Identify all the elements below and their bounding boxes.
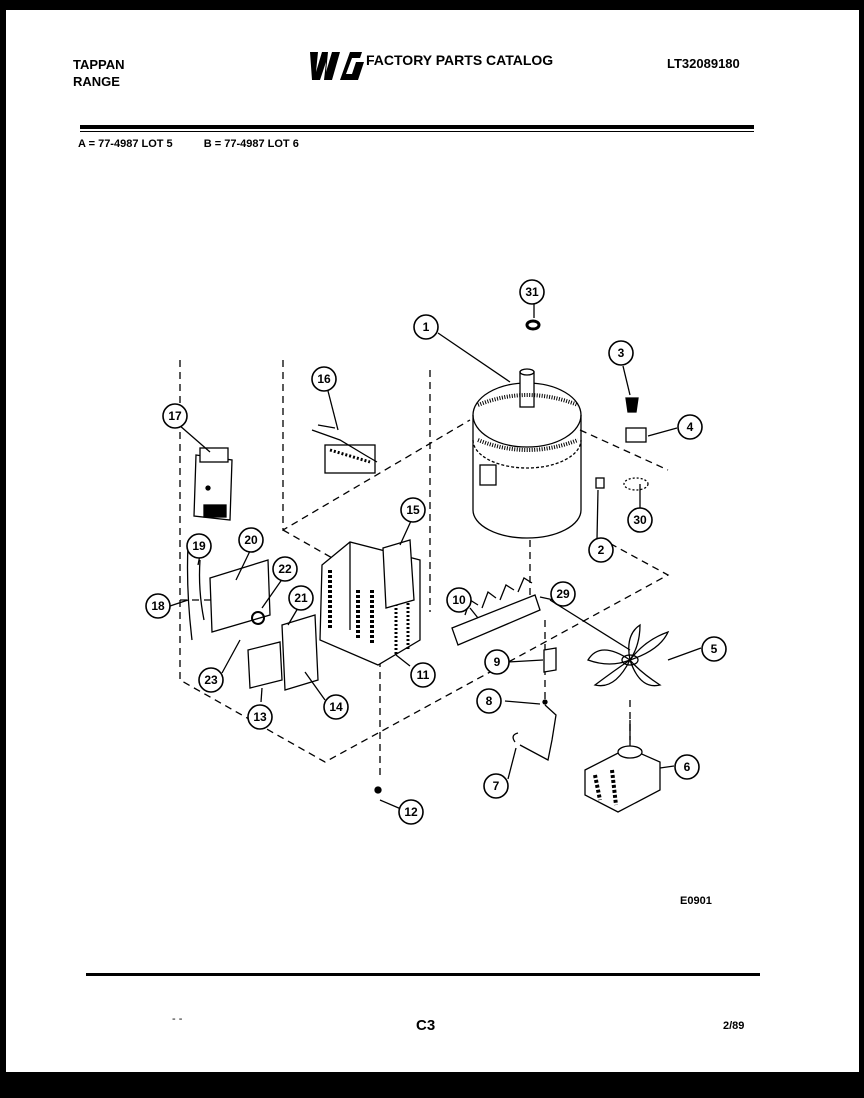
- callout-17: 17: [162, 403, 188, 429]
- product-type: RANGE: [73, 74, 120, 89]
- callout-12: 12: [398, 799, 424, 825]
- leader-lines: [166, 303, 702, 810]
- wire-18-part: [186, 544, 193, 641]
- fan-blade-part: [587, 623, 670, 687]
- clip-part: [623, 397, 649, 491]
- callout-label: 11: [417, 668, 430, 682]
- callout-label: 22: [278, 562, 292, 576]
- bracket-14-part: [281, 614, 319, 691]
- callout-16: 16: [311, 366, 337, 392]
- callout-label: 5: [711, 642, 718, 656]
- callout-10: 10: [446, 587, 472, 613]
- callout-15: 15: [400, 497, 426, 523]
- callout-label: 6: [684, 760, 691, 774]
- callout-label: 4: [687, 420, 694, 434]
- callout-8: 8: [476, 688, 502, 714]
- callout-label: 14: [329, 700, 343, 714]
- callout-22: 22: [272, 556, 298, 582]
- lot-legend: A = 77-4987 LOT 5 B = 77-4987 LOT 6: [78, 138, 327, 150]
- header-rule: [80, 125, 754, 129]
- revision-date: 2/89: [723, 1020, 745, 1032]
- footer-rule: [86, 973, 760, 976]
- callout-7: 7: [483, 773, 509, 799]
- callout-3: 3: [608, 340, 634, 366]
- callout-label: 2: [598, 543, 605, 557]
- brand-name: TAPPAN: [73, 57, 125, 72]
- callout-21: 21: [288, 585, 314, 611]
- callout-label: 8: [486, 694, 493, 708]
- wire-19-part: [198, 559, 205, 621]
- callout-label: 9: [494, 655, 501, 669]
- callout-label: 1: [423, 320, 430, 334]
- bracket-part: [311, 424, 378, 474]
- callout-label: 29: [556, 587, 570, 601]
- callout-4: 4: [677, 414, 703, 440]
- callout-label: 20: [244, 533, 258, 547]
- bracket-17-part: [193, 447, 233, 521]
- callout-31: 31: [519, 279, 545, 305]
- callout-label: 21: [294, 591, 308, 605]
- callout-label: 3: [618, 346, 625, 360]
- callout-11: 11: [410, 662, 436, 688]
- callout-label: 12: [404, 805, 418, 819]
- callout-18: 18: [145, 593, 171, 619]
- screw-part: [374, 786, 382, 794]
- catalog-title: FACTORY PARTS CATALOG: [366, 52, 554, 68]
- page-number: C3: [416, 1017, 436, 1034]
- callout-9: 9: [484, 649, 510, 675]
- board-part: [209, 559, 271, 633]
- brand-block: TAPPAN RANGE: [73, 56, 125, 90]
- document-number: LT32089180: [667, 56, 740, 71]
- callout-label: 10: [452, 593, 466, 607]
- callout-1: 1: [413, 314, 439, 340]
- callout-13: 13: [247, 704, 273, 730]
- callout-label: 17: [168, 409, 182, 423]
- lot-a: A = 77-4987 LOT 5: [78, 138, 173, 150]
- figure-code: E0901: [680, 895, 712, 907]
- header-rule-thin: [80, 131, 754, 132]
- cover-part: [382, 539, 415, 609]
- callout-label: 19: [192, 539, 206, 553]
- callout-23: 23: [198, 667, 224, 693]
- callout-6: 6: [674, 754, 700, 780]
- bolt-part: [595, 477, 605, 489]
- callout-label: 23: [204, 673, 218, 687]
- washer-part: [525, 319, 541, 331]
- callout-label: 31: [525, 285, 539, 299]
- callout-label: 13: [253, 710, 267, 724]
- callout-label: 7: [493, 779, 500, 793]
- callout-label: 18: [151, 599, 165, 613]
- callout-5: 5: [701, 636, 727, 662]
- callout-19: 19: [186, 533, 212, 559]
- bracket-7-part: [512, 699, 557, 761]
- callout-29: 29: [550, 581, 576, 607]
- terminal-block-part: [451, 577, 541, 646]
- catalog-sheet: [6, 10, 859, 1072]
- footer-mark: - -: [172, 1013, 183, 1025]
- callout-2: 2: [588, 537, 614, 563]
- wci-logo: [310, 52, 364, 80]
- callout-14: 14: [323, 694, 349, 720]
- callout-30: 30: [627, 507, 653, 533]
- lot-b: B = 77-4987 LOT 6: [203, 138, 299, 150]
- clip-9-part: [543, 647, 557, 673]
- callout-20: 20: [238, 527, 264, 553]
- callout-label: 15: [406, 503, 420, 517]
- bracket-13-part: [247, 641, 283, 689]
- motor-part: [472, 368, 582, 539]
- nut-part: [251, 611, 265, 625]
- callout-label: 16: [317, 372, 331, 386]
- fan-motor-part: [584, 720, 661, 813]
- callout-label: 30: [633, 513, 647, 527]
